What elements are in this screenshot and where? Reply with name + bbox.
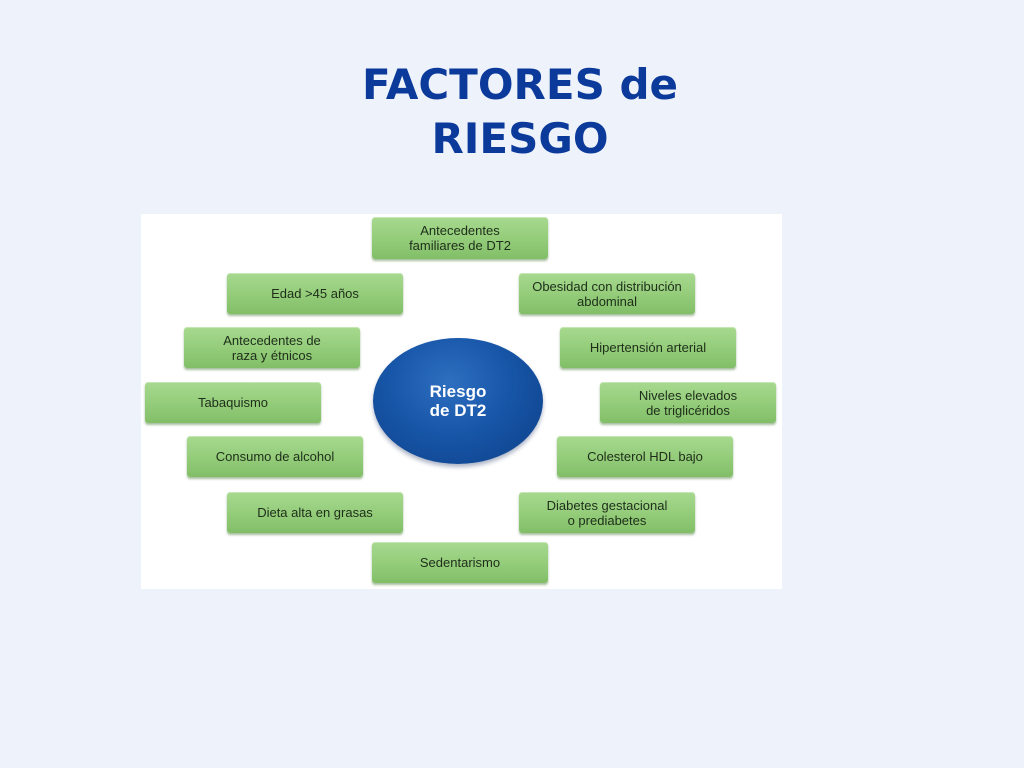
slide-title-line-1: FACTORES de (361, 60, 678, 109)
factor-tabaquismo: Tabaquismo (145, 382, 321, 423)
factor-obesidad: Obesidad con distribución abdominal (519, 273, 695, 314)
risk-factors-diagram: Antecedentes familiares de DT2 Edad >45 … (141, 214, 782, 589)
factor-hipertension: Hipertensión arterial (560, 327, 736, 368)
factor-colesterol: Colesterol HDL bajo (557, 436, 733, 477)
center-risk-oval: Riesgo de DT2 (373, 338, 543, 464)
factor-diabetes-gestacional: Diabetes gestacional o prediabetes (519, 492, 695, 533)
slide-title: FACTORES de RIESGO (0, 58, 1024, 166)
factor-sedentarismo: Sedentarismo (372, 542, 548, 583)
factor-trigliceridos: Niveles elevados de triglicéridos (600, 382, 776, 423)
center-risk-label: Riesgo de DT2 (429, 382, 487, 420)
factor-antecedentes-familiares: Antecedentes familiares de DT2 (372, 217, 548, 259)
factor-dieta: Dieta alta en grasas (227, 492, 403, 533)
factor-alcohol: Consumo de alcohol (187, 436, 363, 477)
factor-antecedentes-raza: Antecedentes de raza y étnicos (184, 327, 360, 368)
slide-title-line-2: RIESGO (431, 114, 609, 163)
factor-edad: Edad >45 años (227, 273, 403, 314)
